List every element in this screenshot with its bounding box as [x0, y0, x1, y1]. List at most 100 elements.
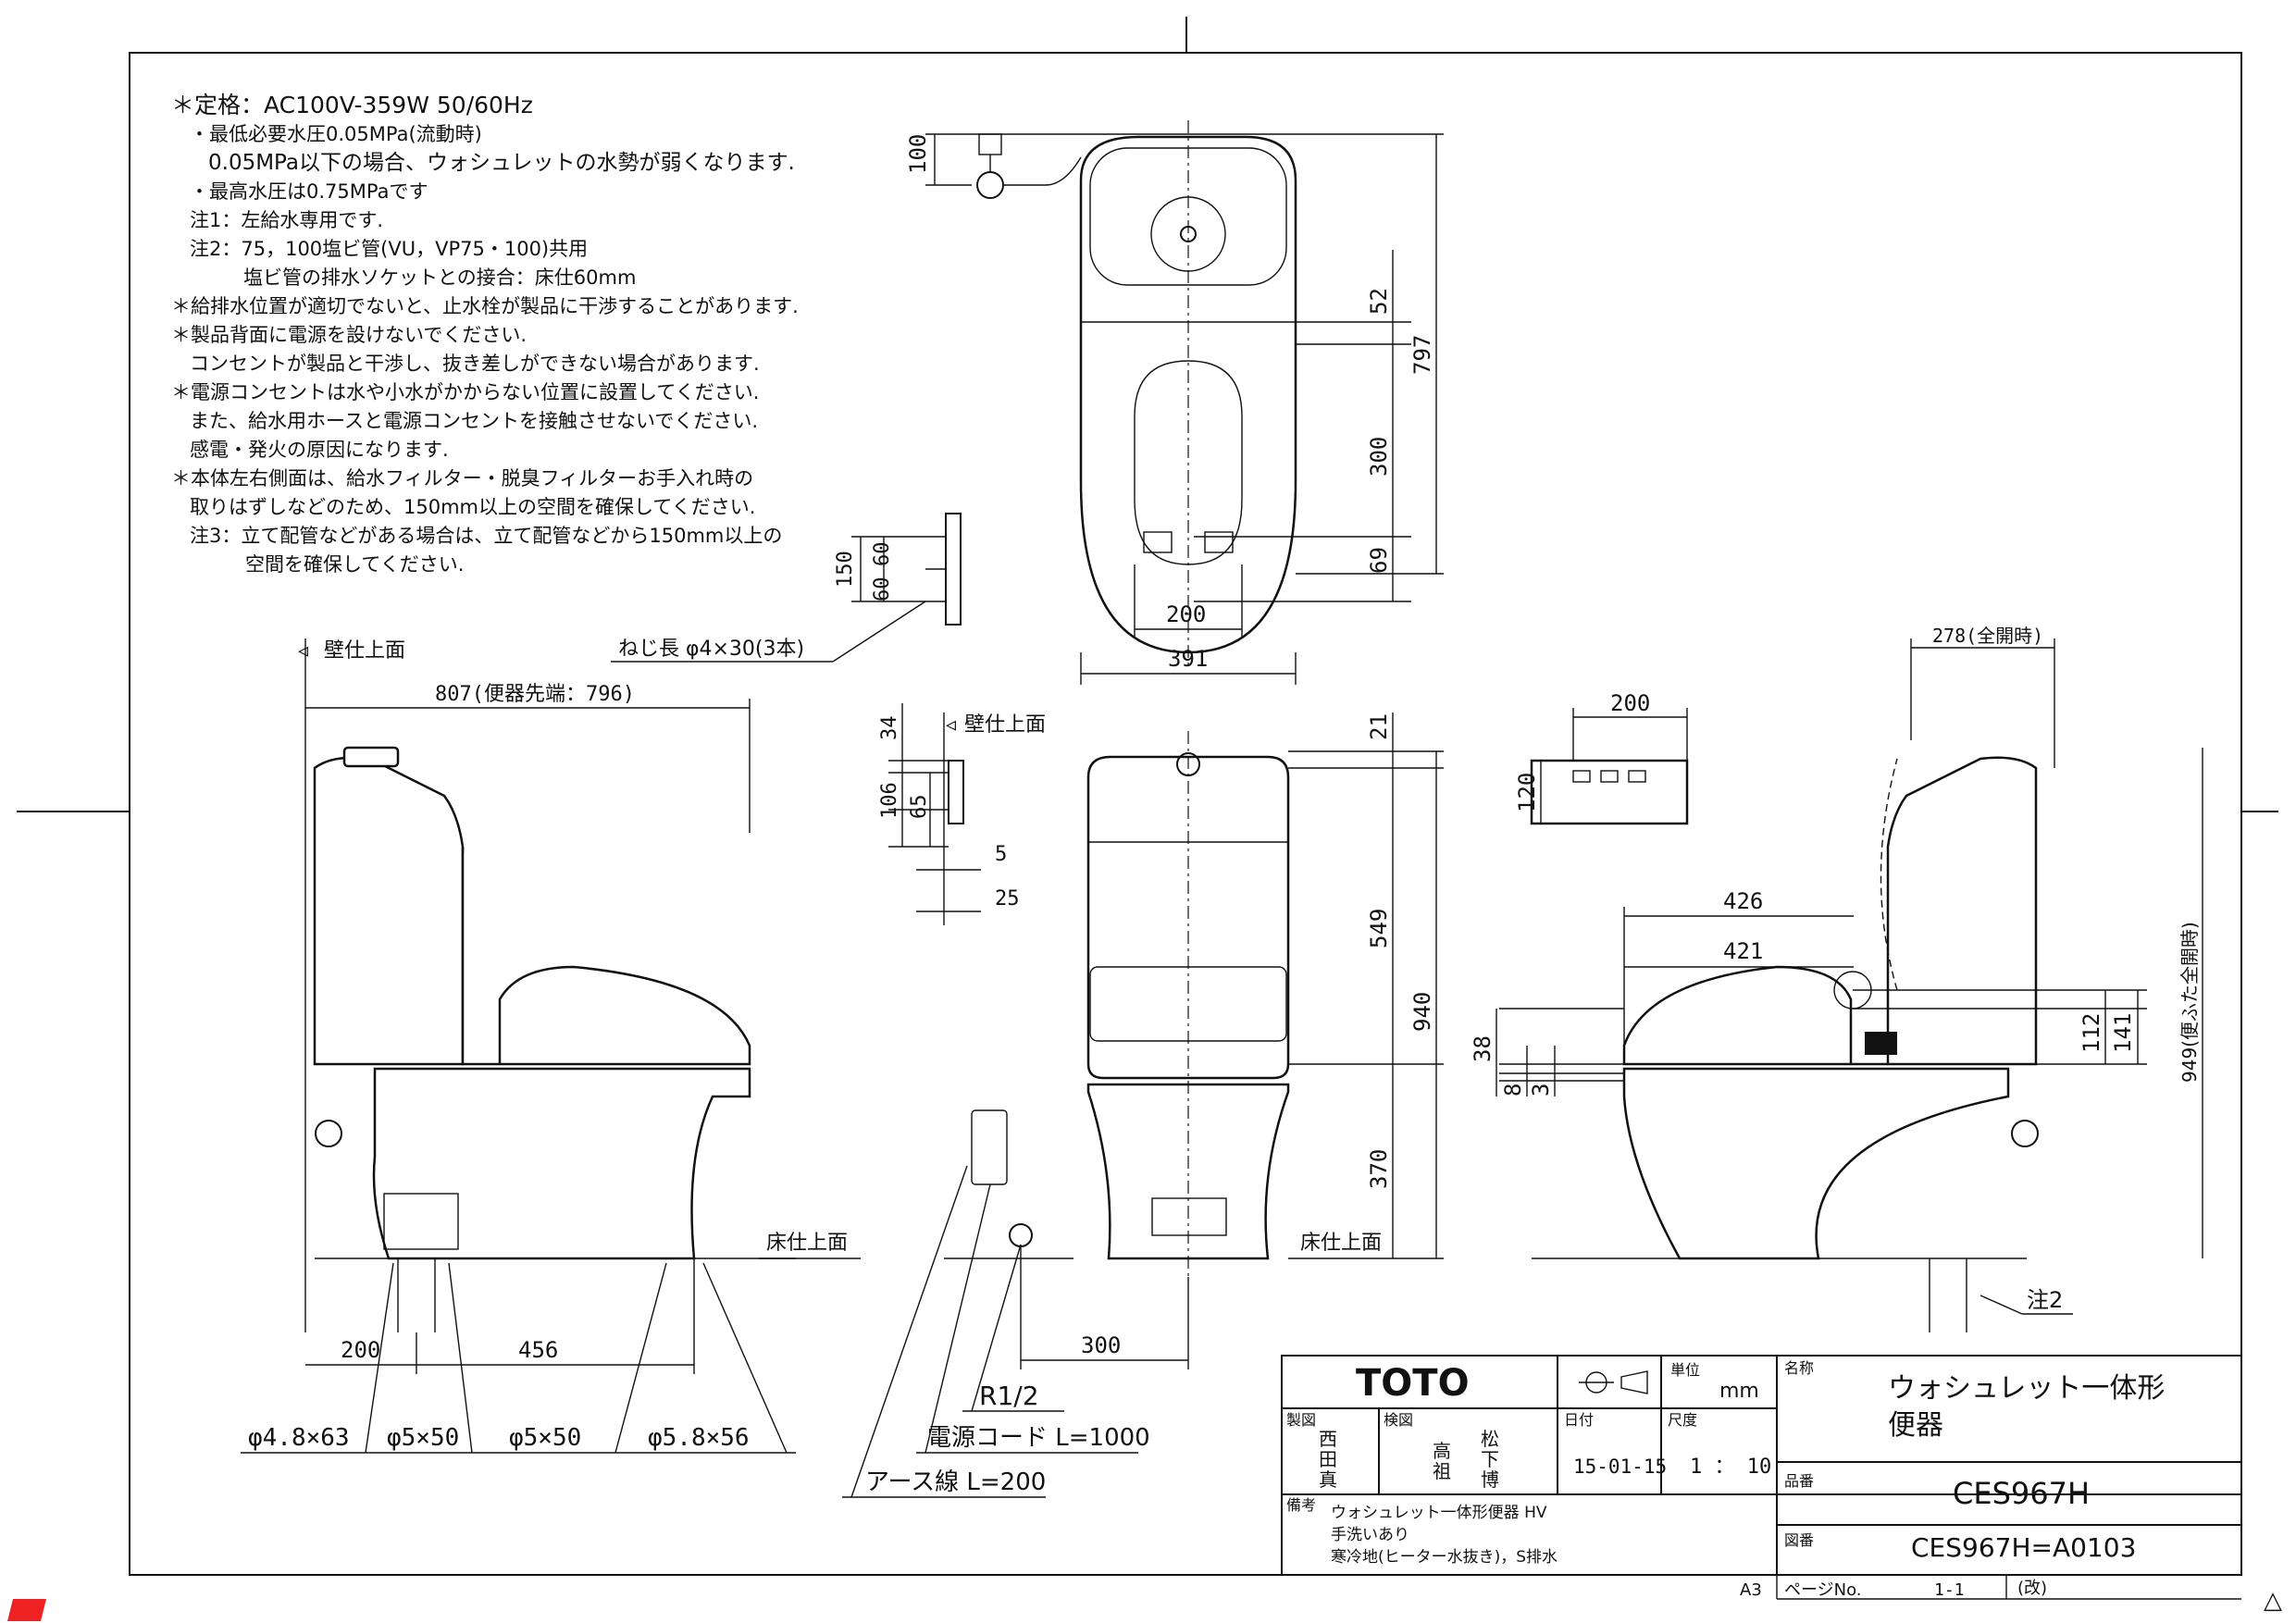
svg-text:949(便ふた全開時): 949(便ふた全開時): [2178, 922, 2201, 1083]
mount-bracket-top: 150 60 60 ねじ長 φ4×30(3本): [611, 513, 962, 663]
svg-text:CES967H: CES967H: [1953, 1476, 2090, 1511]
svg-text:壁仕上面: 壁仕上面: [964, 713, 1046, 737]
svg-text:ウォシュレット一体形便器 HV: ウォシュレット一体形便器 HV: [1331, 1504, 1547, 1522]
svg-text:注2：75，100塩ビ管(VU，VP75・100)共用: 注2：75，100塩ビ管(VU，VP75・100)共用: [190, 238, 588, 260]
svg-text:・最高水圧は0.75MPaです: ・最高水圧は0.75MPaです: [190, 180, 428, 203]
svg-text:278(全開時): 278(全開時): [1932, 625, 2043, 647]
svg-text:391: 391: [1168, 646, 1208, 672]
right-side-view: [1530, 756, 2039, 1332]
svg-text:120: 120: [1514, 773, 1540, 812]
svg-text:807(便器先端：796): 807(便器先端：796): [435, 683, 635, 706]
left-side-view: [313, 746, 796, 1332]
svg-text:＊給排水位置が適切でないと、止水栓が製品に干渉することがあり: ＊給排水位置が適切でないと、止水栓が製品に干渉することがあります.: [171, 295, 799, 317]
svg-text:図番: 図番: [1784, 1531, 1814, 1549]
svg-text:また、給水用ホースと電源コンセントを接触させないでください.: また、給水用ホースと電源コンセントを接触させないでください.: [190, 410, 758, 432]
svg-text:名称: 名称: [1784, 1359, 1814, 1377]
corner-triangle: △: [2264, 1587, 2282, 1615]
svg-text:100: 100: [905, 134, 931, 174]
svg-text:尺度: 尺度: [1668, 1411, 1697, 1429]
top-view-dims: 100 52 797 300 69 200 391: [905, 133, 1444, 685]
svg-text:＊本体左右側面は、給水フィルター・脱臭フィルターお手入れ時の: ＊本体左右側面は、給水フィルター・脱臭フィルターお手入れ時の: [171, 467, 753, 489]
svg-text:797: 797: [1409, 335, 1435, 375]
svg-text:3: 3: [1528, 1084, 1554, 1096]
svg-text:21: 21: [1366, 713, 1392, 740]
svg-text:感電・発火の原因になります.: 感電・発火の原因になります.: [190, 439, 449, 461]
svg-text:ウォシュレット一体形: ウォシュレット一体形: [1888, 1372, 2165, 1405]
svg-text:電源コード L=1000: 電源コード L=1000: [927, 1424, 1150, 1452]
svg-text:421: 421: [1723, 938, 1763, 964]
pipe-label-3: φ5×50: [509, 1424, 581, 1452]
svg-text:手洗いあり: 手洗いあり: [1331, 1526, 1409, 1544]
svg-text:549: 549: [1366, 909, 1392, 948]
svg-text:博: 博: [1481, 1468, 1499, 1491]
pipe-label-2: φ5×50: [387, 1424, 459, 1452]
svg-text:200: 200: [341, 1337, 380, 1363]
svg-text:ページNo.: ページNo.: [1784, 1580, 1862, 1600]
left-side-dims: ◃ 壁仕上面 807(便器先端：796) 200 456 床仕上面 φ4.8×6…: [241, 638, 861, 1454]
svg-text:38: 38: [1470, 1035, 1496, 1062]
svg-text:西: 西: [1319, 1428, 1337, 1450]
svg-text:150: 150: [834, 551, 857, 588]
svg-text:300: 300: [1081, 1332, 1121, 1358]
svg-text:田: 田: [1319, 1448, 1337, 1470]
brand-logo: TOTO: [1356, 1362, 1470, 1405]
pipe-label-4: φ5.8×56: [648, 1424, 750, 1452]
mount-bracket-mid: ◃ 壁仕上面 34 106 65 5 25: [878, 703, 1046, 925]
svg-text:日付: 日付: [1564, 1411, 1594, 1429]
svg-text:注2: 注2: [2027, 1287, 2063, 1313]
svg-text:品番: 品番: [1784, 1472, 1814, 1490]
svg-text:製図: 製図: [1286, 1411, 1316, 1429]
svg-text:床仕上面: 床仕上面: [766, 1232, 848, 1255]
svg-text:940: 940: [1409, 992, 1435, 1032]
svg-text:単位: 単位: [1670, 1361, 1700, 1379]
svg-text:取りはずしなどのため、150mm以上の空間を確保してください: 取りはずしなどのため、150mm以上の空間を確保してください.: [190, 496, 755, 518]
spec-notes: ＊定格：AC100V-359W 50/60Hz ・最低必要水圧0.05MPa(流…: [171, 92, 799, 576]
svg-text:ねじ長 φ4×30(3本): ねじ長 φ4×30(3本): [618, 638, 804, 661]
svg-text:65: 65: [908, 795, 931, 820]
svg-text:備考: 備考: [1286, 1496, 1316, 1514]
top-view: [976, 120, 1297, 666]
svg-text:8: 8: [1500, 1084, 1526, 1096]
svg-text:141: 141: [2110, 1013, 2136, 1053]
svg-text:370: 370: [1366, 1149, 1392, 1189]
svg-text:(改): (改): [2017, 1579, 2047, 1598]
svg-text:アース線 L=200: アース線 L=200: [865, 1468, 1046, 1496]
svg-text:69: 69: [1366, 547, 1392, 574]
svg-text:R1/2: R1/2: [979, 1381, 1039, 1411]
svg-text:真: 真: [1319, 1468, 1337, 1491]
svg-text:壁仕上面: 壁仕上面: [324, 639, 405, 663]
svg-text:1 ： 10: 1 ： 10: [1690, 1456, 1771, 1479]
svg-text:寒冷地(ヒーター水抜き)，S排水: 寒冷地(ヒーター水抜き)，S排水: [1331, 1548, 1558, 1567]
title-block: TOTO 単位 mm 製図 西 田 真 検図 高 松 祖 下 博 日付 15-0…: [1281, 1355, 2242, 1600]
svg-text:1-1: 1-1: [1934, 1580, 1965, 1600]
svg-text:15-01-15: 15-01-15: [1573, 1456, 1667, 1478]
svg-text:0.05MPa以下の場合、ウォシュレットの水勢が弱くなります: 0.05MPa以下の場合、ウォシュレットの水勢が弱くなります.: [208, 151, 795, 175]
svg-text:＊電源コンセントは水や小水がかからない位置に設置してください: ＊電源コンセントは水や小水がかからない位置に設置してください.: [171, 381, 759, 403]
front-dims: 21 549 940 370 床仕上面 300 R1/2 電源コード L=100…: [842, 712, 1444, 1498]
svg-text:456: 456: [518, 1337, 558, 1363]
svg-text:祖: 祖: [1433, 1460, 1451, 1482]
svg-text:5: 5: [995, 843, 1007, 866]
svg-text:200: 200: [1166, 601, 1206, 627]
svg-text:34: 34: [878, 716, 901, 741]
svg-text:◃: ◃: [946, 713, 956, 737]
svg-text:25: 25: [995, 887, 1020, 911]
right-side-dims: 200 120 278(全開時) 949(便ふた全開時) 426 421 112…: [1470, 625, 2203, 1315]
svg-text:松: 松: [1481, 1428, 1499, 1450]
svg-text:60: 60: [871, 542, 894, 567]
svg-text:＊定格：AC100V-359W 50/60Hz: ＊定格：AC100V-359W 50/60Hz: [171, 92, 533, 118]
svg-text:高: 高: [1433, 1440, 1451, 1462]
svg-text:112: 112: [2079, 1013, 2104, 1053]
projection-symbol-icon: [1620, 1370, 1648, 1394]
svg-text:＊製品背面に電源を設けないでください.: ＊製品背面に電源を設けないでください.: [171, 324, 527, 346]
svg-text:塩ビ管の排水ソケットとの接合：床仕60mm: 塩ビ管の排水ソケットとの接合：床仕60mm: [243, 266, 636, 289]
pipe-label-1: φ4.8×63: [248, 1424, 350, 1452]
svg-text:空間を確保してください.: 空間を確保してください.: [245, 553, 464, 576]
svg-text:・最低必要水圧0.05MPa(流動時): ・最低必要水圧0.05MPa(流動時): [190, 123, 482, 145]
svg-text:注1：左給水専用です.: 注1：左給水専用です.: [190, 209, 383, 231]
logo-mark: [7, 1599, 46, 1621]
svg-text:A3: A3: [1740, 1580, 1762, 1600]
svg-text:便器: 便器: [1888, 1409, 1943, 1442]
svg-text:◃: ◃: [298, 639, 308, 663]
